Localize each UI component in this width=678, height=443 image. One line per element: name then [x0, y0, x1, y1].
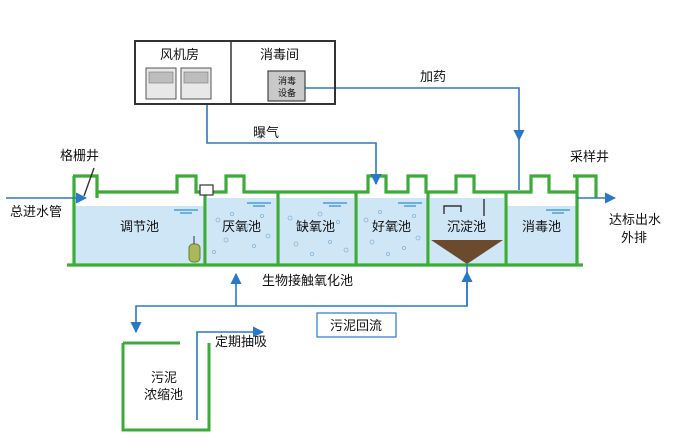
anoxic-water: [279, 198, 354, 264]
disinfect-room-label: 消毒间: [260, 48, 299, 63]
submersible-pump: [188, 236, 201, 263]
dosing-label: 加药: [420, 70, 446, 85]
sludge-tank-label-2: 浓缩池: [144, 387, 183, 403]
sludge-return-box: [316, 312, 397, 338]
settling-inner-weir: [443, 199, 485, 216]
tank-label-equalization: 调节池: [120, 220, 159, 235]
sludge-return-label: 污泥回流: [330, 319, 382, 334]
tank-label-anoxic: 缺氧池: [296, 220, 335, 235]
outlet-label-2: 外排: [621, 231, 647, 246]
periodic-suction-pipe: [196, 326, 265, 420]
tank-label-anaerobic: 厌氧池: [222, 220, 261, 235]
blower-room-label: 风机房: [160, 47, 199, 63]
disinfect-device-label-2: 设备: [278, 87, 296, 99]
periodic-suction-label: 定期抽吸: [215, 335, 267, 350]
dosing-pipe: [305, 87, 525, 142]
sludge-hopper: [431, 240, 503, 264]
overflow-box: [199, 184, 214, 196]
water-surface-lines: [174, 202, 570, 214]
sludge-to-thickener: [130, 305, 236, 334]
tank-label-disinfection: 消毒池: [522, 220, 561, 235]
aeration-bubbles: [211, 209, 421, 256]
aeration-pipe: [206, 104, 382, 186]
grille-well-label: 格栅井: [60, 148, 99, 164]
inlet-label: 总进水管: [10, 205, 62, 220]
pipes: [6, 87, 617, 420]
equalization-water: [73, 206, 204, 264]
anaerobic-water: [207, 198, 276, 264]
disinfect-device: [267, 70, 306, 102]
sludge-tank-label-1: 污泥: [151, 371, 177, 386]
sludge-thickener-tank: [121, 343, 211, 432]
aeration-label: 曝气: [253, 125, 279, 141]
tank-label-aerobic: 好氧池: [372, 220, 411, 235]
disinfect-device-label-1: 消毒: [278, 75, 296, 87]
disinfection-water: [507, 206, 576, 264]
sampling-well-label: 采样井: [570, 150, 609, 165]
blower-machine-icon: [145, 67, 212, 100]
tank-label-settling: 沉淀池: [447, 220, 486, 235]
aerobic-water: [357, 198, 427, 264]
grille-screen: [83, 167, 95, 197]
outlet-label-1: 达标出水: [609, 213, 661, 228]
bio-contact-label: 生物接触氧化池: [262, 273, 353, 289]
equipment-building: [134, 40, 336, 105]
